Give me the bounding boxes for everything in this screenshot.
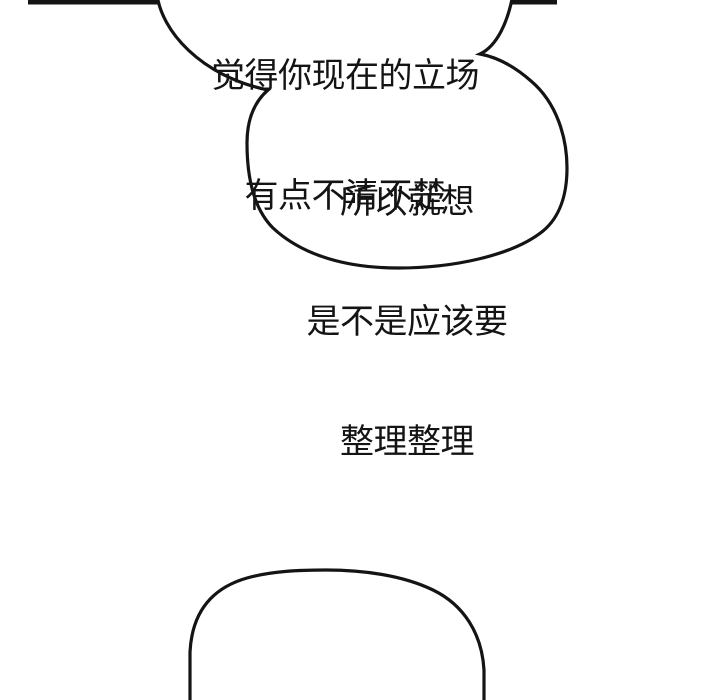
speech-line: 有点不清不楚	[244, 177, 447, 215]
speech-line: 所以就想	[340, 183, 475, 221]
bottom-speech-bubble-outline	[188, 568, 486, 700]
bottom-bubble-artwork	[188, 568, 486, 700]
speech-line: 觉得你现在的立场	[211, 57, 480, 95]
merged-speech-bubble-outline	[156, 0, 569, 270]
speech-text-middle: 所以就想 是不是应该要 整理整理	[306, 102, 509, 542]
speech-text-bottom: 所以啊...	[272, 662, 399, 700]
speech-line: 整理整理	[340, 423, 475, 461]
top-bubbles-artwork	[28, 0, 569, 270]
speech-text-top: 觉得你现在的立场 有点不清不楚	[211, 0, 480, 296]
speech-line: 是不是应该要	[306, 303, 509, 341]
